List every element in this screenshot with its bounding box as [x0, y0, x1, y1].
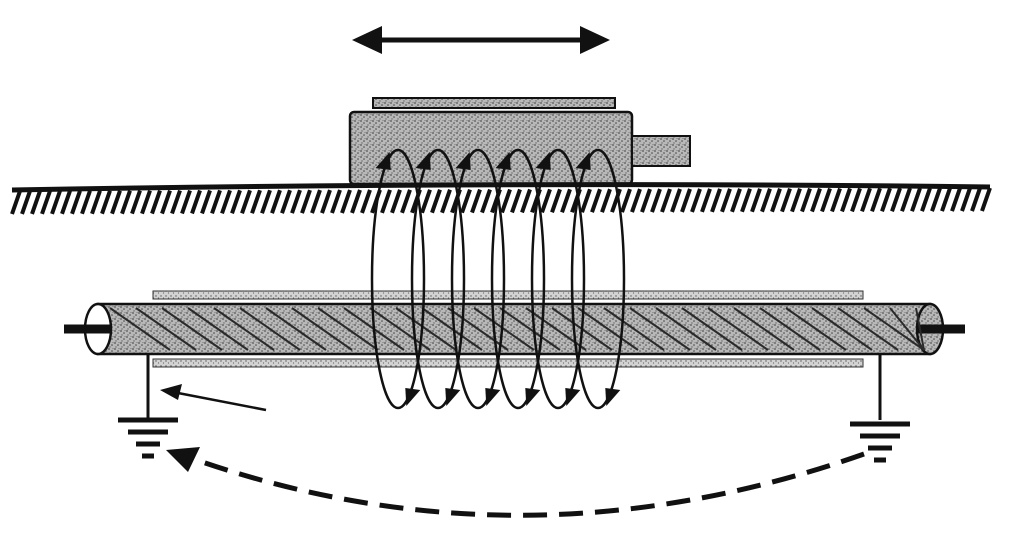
field-loop — [490, 148, 546, 410]
field-arrow-icon — [455, 152, 471, 170]
field-arrow-icon — [605, 388, 621, 406]
field-arrow-icon — [485, 388, 501, 406]
field-loop — [570, 148, 626, 410]
upper-shield-layer — [152, 290, 864, 300]
buried-cable — [64, 302, 965, 356]
lower-shield-layer — [152, 358, 864, 368]
field-loop — [370, 148, 426, 410]
sensor-housing — [348, 97, 691, 186]
field-arrow-icon — [575, 152, 591, 170]
field-loop — [450, 148, 506, 410]
field-arrow-icon — [525, 388, 541, 406]
cable-strands — [109, 307, 925, 351]
current-arrow-icon — [160, 384, 267, 412]
ground-surface — [10, 182, 992, 215]
field-arrow-icon — [565, 388, 581, 406]
field-arrow-icon — [375, 152, 391, 170]
field-loop — [530, 148, 586, 410]
movement-arrow-icon — [352, 26, 610, 54]
ground-left-icon — [118, 354, 178, 459]
field-arrow-icon — [495, 152, 511, 170]
field-arrow-icon — [415, 152, 431, 170]
magnetic-field-loops — [370, 148, 626, 410]
field-arrow-icon — [405, 388, 421, 406]
field-arrow-icon — [535, 152, 551, 170]
field-arrow-icon — [445, 388, 461, 406]
field-loop — [410, 148, 466, 410]
ground-right-icon — [850, 354, 910, 463]
dashed-return-arrow-icon — [166, 447, 865, 518]
